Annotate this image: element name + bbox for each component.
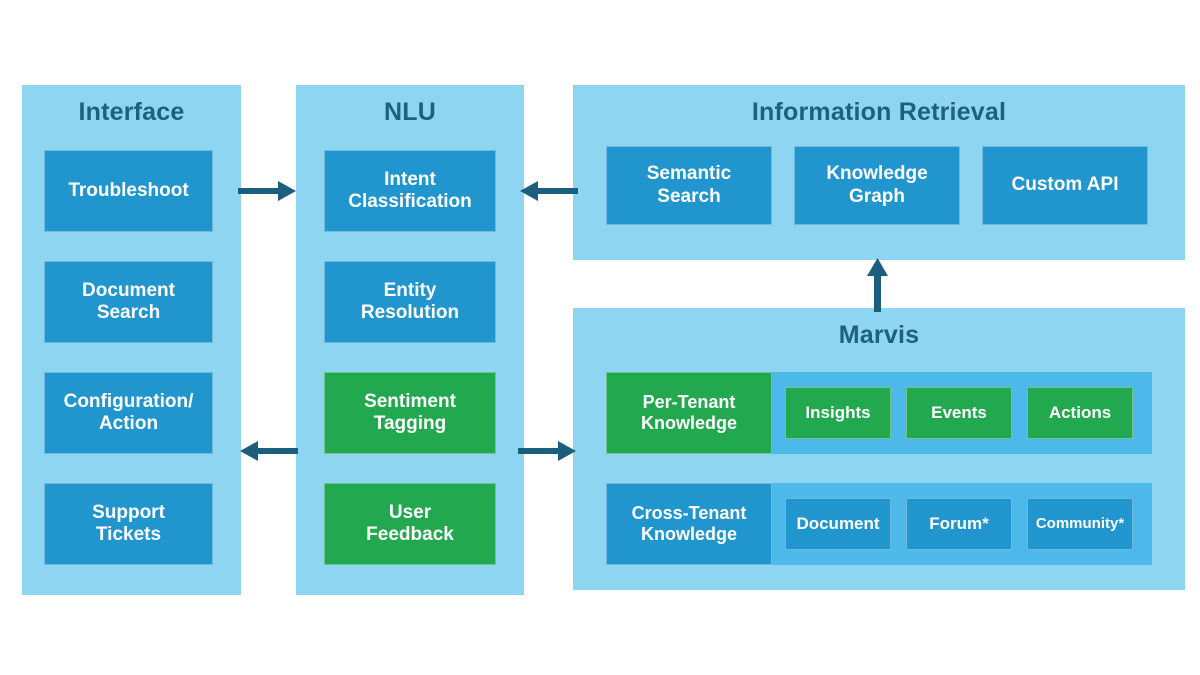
ir-item-knowledge-graph[interactable]: Knowledge Graph: [794, 146, 960, 225]
nlu-item-sentiment-tagging[interactable]: Sentiment Tagging: [324, 372, 496, 454]
nlu-item-entity-resolution[interactable]: Entity Resolution: [324, 261, 496, 343]
ir-item-semantic-search[interactable]: Semantic Search: [606, 146, 772, 225]
interface-item-troubleshoot[interactable]: Troubleshoot: [44, 150, 213, 232]
marvis-cross-tenant-item-forum[interactable]: Forum*: [906, 498, 1012, 550]
interface-item-support-tickets[interactable]: Support Tickets: [44, 483, 213, 565]
arrow-interface-to-nlu: [238, 178, 298, 204]
arrow-marvis-to-information-retrieval: [864, 256, 892, 312]
interface-item-document-search[interactable]: Document Search: [44, 261, 213, 343]
arrow-nlu-to-interface: [238, 438, 298, 464]
ir-item-custom-api[interactable]: Custom API: [982, 146, 1148, 225]
arrow-information-retrieval-to-nlu: [518, 178, 578, 204]
nlu-item-user-feedback[interactable]: User Feedback: [324, 483, 496, 565]
marvis-row-per-tenant-label[interactable]: Per-Tenant Knowledge: [606, 372, 772, 454]
marvis-row-cross-tenant-label[interactable]: Cross-Tenant Knowledge: [606, 483, 772, 565]
panel-interface-title: Interface: [78, 98, 185, 126]
panel-information-retrieval-title: Information Retrieval: [751, 98, 1007, 126]
marvis-per-tenant-item-events[interactable]: Events: [906, 387, 1012, 439]
arrow-nlu-to-marvis: [518, 438, 578, 464]
panel-nlu-title: NLU: [384, 98, 436, 126]
nlu-item-intent-classification[interactable]: Intent Classification: [324, 150, 496, 232]
interface-item-configuration-action[interactable]: Configuration/ Action: [44, 372, 213, 454]
marvis-per-tenant-item-actions[interactable]: Actions: [1027, 387, 1133, 439]
marvis-cross-tenant-item-document[interactable]: Document: [785, 498, 891, 550]
panel-marvis-title: Marvis: [838, 321, 920, 349]
marvis-per-tenant-item-insights[interactable]: Insights: [785, 387, 891, 439]
marvis-cross-tenant-item-community[interactable]: Community*: [1027, 498, 1133, 550]
